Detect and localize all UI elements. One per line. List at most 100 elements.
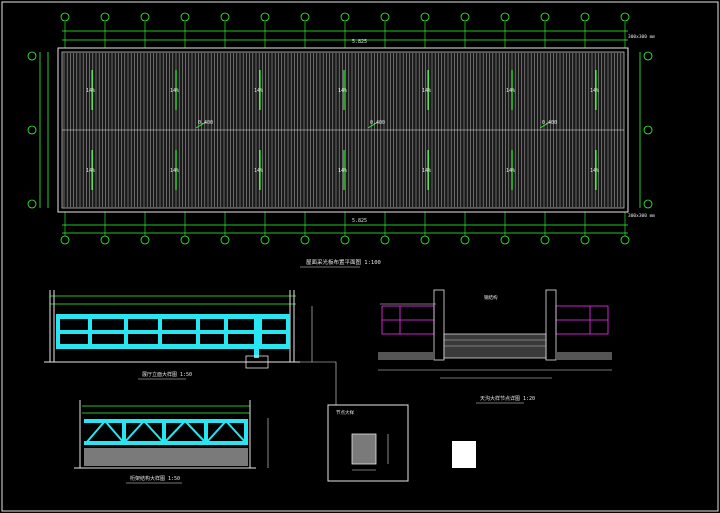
axis-bubble-top xyxy=(460,12,470,22)
truss-diagonal xyxy=(123,420,145,444)
roof-outline xyxy=(57,47,629,213)
axis-bubble-top xyxy=(540,12,550,22)
side-note-bottom: 300x300 mm xyxy=(628,213,655,219)
truss-diagonal xyxy=(163,420,186,444)
truss-vertical xyxy=(244,421,248,443)
center-leader xyxy=(367,121,379,129)
center-leader xyxy=(195,121,207,129)
axis-bubble-top xyxy=(300,12,310,22)
level-top-label: 5.825 xyxy=(352,39,367,45)
elev-a-post xyxy=(158,314,162,349)
axis-bubble-bottom xyxy=(60,235,70,245)
slope-label: 14% xyxy=(422,88,431,94)
truss-diagonal xyxy=(143,420,165,444)
axis-bubble-top xyxy=(220,12,230,22)
center-label: 0.400 xyxy=(542,120,557,126)
elev-a-beam-2 xyxy=(56,330,290,334)
axis-bubble-right xyxy=(643,51,653,61)
axis-bubble-top xyxy=(420,12,430,22)
elev-a-post xyxy=(56,314,60,349)
elev-a-post-main xyxy=(254,314,259,358)
elev-a-beam-1 xyxy=(56,314,290,319)
axis-bubble-bottom xyxy=(300,235,310,245)
slope-label: 14% xyxy=(254,88,263,94)
truss-diagonal xyxy=(85,420,106,444)
axis-bubble-left xyxy=(27,125,37,135)
section-right-base xyxy=(556,352,612,360)
truss-foundation xyxy=(84,448,248,466)
axis-bubble-bottom xyxy=(420,235,430,245)
axis-bubble-bottom xyxy=(260,235,270,245)
truss-title: 桁架结构大样图 1:50 xyxy=(130,475,180,482)
elev-a-posts xyxy=(56,314,290,358)
level-bottom-label: 5.825 xyxy=(352,218,367,224)
slope-label: 14% xyxy=(590,168,599,174)
detail-block xyxy=(351,433,377,465)
elev-a-beam-3 xyxy=(56,344,290,349)
center-leader xyxy=(539,121,551,129)
section-top-label: 钢结构 xyxy=(484,294,498,301)
side-note-top: 300x300 mm xyxy=(628,34,655,40)
section-right-column xyxy=(545,289,557,361)
slope-markers: 14%14%14%14%14%14%14%14%14%14%14%14%14%1… xyxy=(86,70,599,190)
axis-bubble-top xyxy=(340,12,350,22)
axis-bubble-top xyxy=(180,12,190,22)
detail-title: 节点大样 xyxy=(336,409,354,416)
axis-bubble-top xyxy=(140,12,150,22)
center-label: 0.400 xyxy=(198,120,213,126)
slope-label: 14% xyxy=(506,168,515,174)
slope-label: 14% xyxy=(170,168,179,174)
slope-label: 14% xyxy=(170,88,179,94)
axis-bubble-bottom xyxy=(460,235,470,245)
truss-web xyxy=(85,420,248,444)
slope-label: 14% xyxy=(86,88,95,94)
truss-elevation: 桁架结构大样图 1:50 xyxy=(74,400,269,484)
axis-bubble-top xyxy=(620,12,630,22)
truss-vertical xyxy=(162,421,166,443)
axis-bubble-top xyxy=(100,12,110,22)
axis-bubble-right xyxy=(643,125,653,135)
section-left-base xyxy=(378,352,434,360)
truss-diagonal xyxy=(225,420,247,444)
elev-a-post xyxy=(286,314,290,349)
gutter-section: 钢结构 天沟大样节点详图 1:20 xyxy=(378,289,612,404)
plan-title: 屋面采光板布置平面图 1:100 xyxy=(306,258,381,266)
truss-diagonal xyxy=(184,420,207,444)
section-title: 天沟大样节点详图 1:20 xyxy=(480,395,535,402)
elev-a-title: 展厅立面大样图 1:50 xyxy=(142,371,192,378)
grid-axes-bottom xyxy=(60,212,630,245)
elev-a-post xyxy=(88,314,92,349)
center-label: 0.400 xyxy=(370,120,385,126)
axis-bubble-top xyxy=(60,12,70,22)
elev-a-post xyxy=(196,314,200,349)
white-block xyxy=(452,441,476,468)
axis-bubble-bottom xyxy=(140,235,150,245)
axis-bubble-bottom xyxy=(580,235,590,245)
elev-a-post xyxy=(224,314,228,349)
detail-frame xyxy=(327,404,409,482)
elev-a-post xyxy=(124,314,128,349)
slope-label: 14% xyxy=(422,168,431,174)
axis-bubble-right xyxy=(643,199,653,209)
grid-axes-top xyxy=(27,12,653,209)
slope-label: 14% xyxy=(590,88,599,94)
elev-a-post xyxy=(258,314,262,349)
slope-label: 14% xyxy=(506,88,515,94)
axis-bubble-bottom xyxy=(100,235,110,245)
node-detail: 节点大样 xyxy=(327,404,409,482)
axis-bubble-top xyxy=(380,12,390,22)
slope-label: 14% xyxy=(86,168,95,174)
detail-leader xyxy=(268,361,337,405)
axis-bubble-bottom xyxy=(380,235,390,245)
axis-bubble-top xyxy=(260,12,270,22)
axis-bubble-bottom xyxy=(180,235,190,245)
slope-label: 14% xyxy=(254,168,263,174)
slope-label: 14% xyxy=(338,168,347,174)
axis-bubble-top xyxy=(500,12,510,22)
truss-vertical xyxy=(122,421,126,443)
section-left-column xyxy=(433,289,445,361)
truss-diagonal xyxy=(104,420,125,444)
